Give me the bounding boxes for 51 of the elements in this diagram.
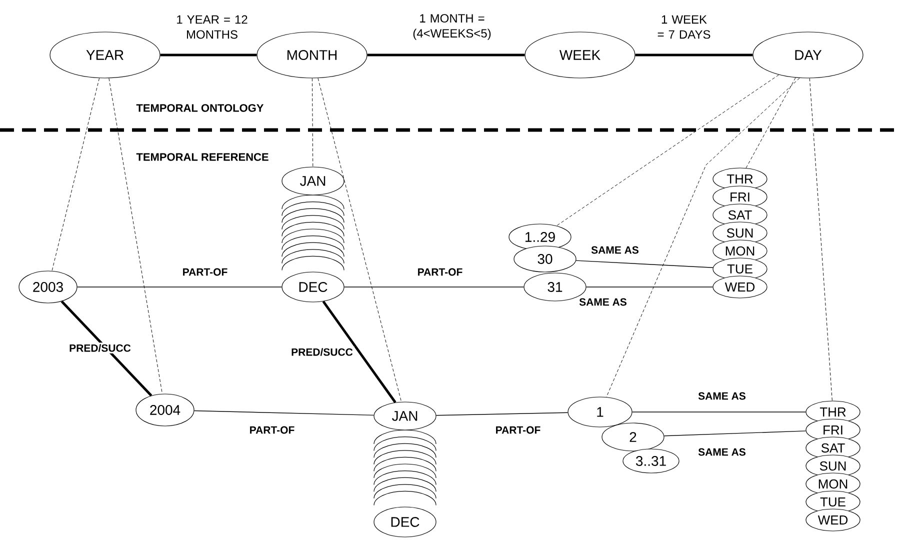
dashed-link (809, 78, 832, 401)
link-line (664, 430, 806, 436)
dashed-link (108, 78, 163, 394)
link-line (76, 286, 282, 288)
link-line (436, 412, 568, 416)
edge-label: SAME AS (578, 296, 628, 308)
link-line (586, 286, 714, 288)
edge-label: 1 YEAR = 12 MONTHS (177, 15, 248, 39)
edge-label: PRED/SUCC (290, 346, 354, 358)
edge-label: 1 MONTH = (4<WEEKS<5) (413, 14, 491, 40)
ellipse-node: WED (712, 276, 768, 298)
ellipse-node: 2 (602, 422, 664, 452)
ellipse-node: DEC (282, 272, 344, 302)
ellipse-node: 1 (568, 396, 632, 428)
thick-link (367, 54, 525, 56)
ellipse-node: 2003 (18, 270, 78, 304)
ellipse-node: 2004 (136, 394, 194, 426)
dashed-link (606, 78, 800, 398)
edge-label: PART-OF (494, 424, 542, 436)
ellipse-node: MONTH (256, 32, 368, 78)
ellipse-node: DAY (752, 32, 864, 78)
edge-label: PART-OF (248, 424, 296, 436)
edge-label: PART-OF (180, 266, 230, 278)
dashed-link (556, 74, 780, 226)
edge-label: 1 WEEK = 7 DAYS (658, 15, 710, 39)
ellipse-node: JAN (374, 402, 436, 430)
dashed-link (52, 78, 100, 272)
dashed-link (312, 78, 314, 167)
link-line (194, 410, 374, 416)
thick-link (60, 300, 152, 396)
ellipse-node: 30 (514, 246, 576, 272)
ellipse-node: JAN (282, 166, 344, 196)
ellipse-node: YEAR (50, 32, 160, 78)
edge-label: SAME AS (696, 446, 748, 458)
section-label: TEMPORAL REFERENCE (136, 153, 268, 161)
section-label: TEMPORAL ONTOLOGY (136, 104, 264, 112)
link-line (344, 286, 524, 288)
link-line (576, 260, 714, 268)
dashed-link (746, 77, 796, 168)
thick-link (160, 54, 257, 56)
edge-label: SAME AS (696, 390, 748, 402)
thick-link (635, 54, 753, 56)
ellipse-node: WED (806, 508, 860, 532)
ellipse-node: DEC (374, 506, 436, 538)
ellipse-node: 3..31 (622, 448, 680, 474)
edge-label: PART-OF (416, 266, 464, 278)
edge-label: SAME AS (590, 244, 640, 256)
edge-label: PRED/SUCC (68, 342, 132, 354)
ellipse-node: WEEK (524, 32, 636, 78)
thick-link (322, 300, 396, 404)
dashed-link (318, 78, 402, 402)
